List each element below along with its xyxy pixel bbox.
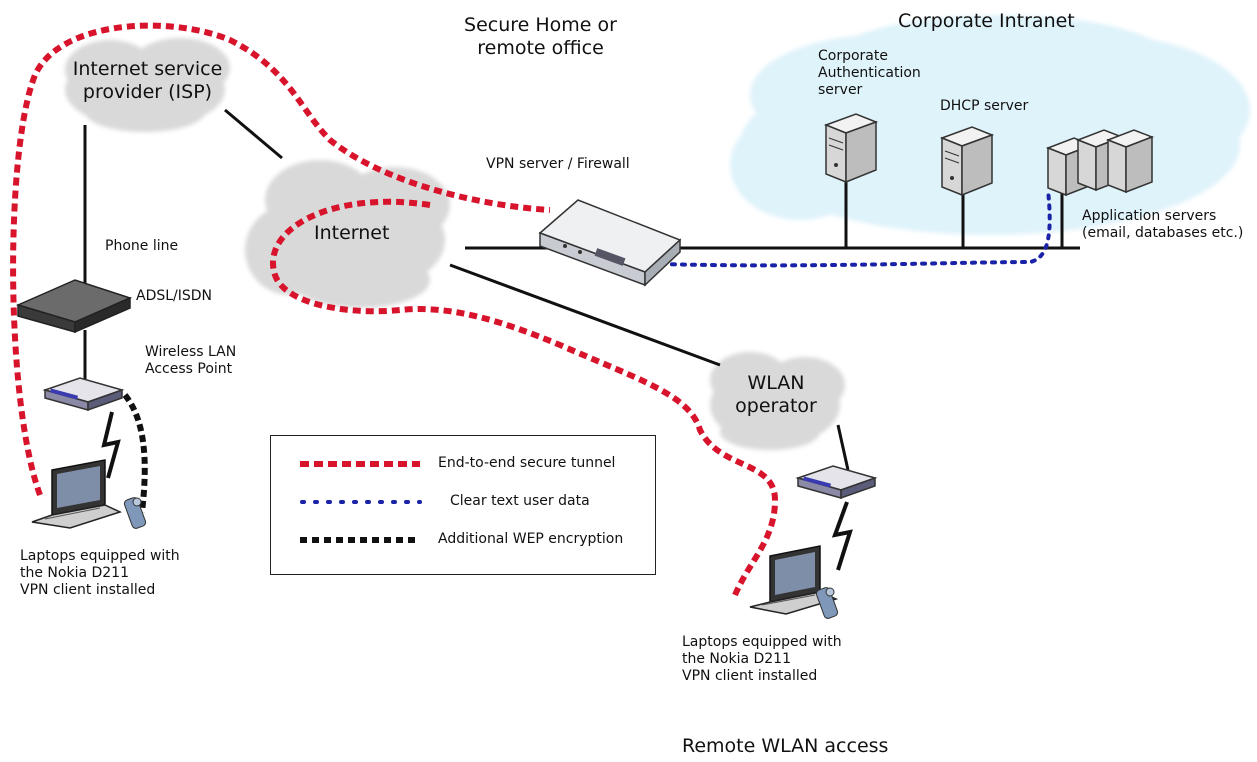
label-adsl-isdn: ADSL/ISDN <box>136 288 213 304</box>
adsl-modem-icon <box>15 279 133 334</box>
vpn-client-token-right-icon <box>815 587 839 619</box>
label-internet: Internet <box>314 222 390 244</box>
isp-cloud <box>65 38 230 132</box>
secure-tunnel-path <box>10 22 779 597</box>
vpn-client-token-left-icon <box>123 497 147 529</box>
legend-box <box>270 435 656 575</box>
dhcp-server-icon <box>939 126 995 197</box>
wlan-operator-cloud <box>710 352 845 450</box>
wireless-access-point-right-icon <box>795 465 878 500</box>
legend-label-wep: Additional WEP encryption <box>438 531 624 547</box>
intranet-cloud <box>730 15 1250 235</box>
label-vpn-server: VPN server / Firewall <box>486 156 630 172</box>
wireless-access-point-left-icon <box>42 377 125 412</box>
legend-label-tunnel: End-to-end secure tunnel <box>438 455 616 471</box>
label-application-servers: Application servers(email, databases etc… <box>1082 208 1244 241</box>
label-dhcp-server: DHCP server <box>940 98 1029 114</box>
internet-cloud <box>245 160 450 308</box>
label-phone-line: Phone line <box>105 238 179 254</box>
clear-text-path <box>660 188 1052 268</box>
wep-path <box>122 393 148 513</box>
legend-label-clear-text: Clear text user data <box>450 493 590 509</box>
laptop-left-icon <box>31 459 123 529</box>
vpn-firewall-device <box>538 199 682 287</box>
label-remote-wlan: Remote WLAN access <box>682 735 889 757</box>
application-servers-icon <box>1045 129 1155 197</box>
label-corporate-intranet: Corporate Intranet <box>898 10 1075 32</box>
wireless-signal-left-icon <box>101 411 121 479</box>
auth-server-icon <box>823 113 879 184</box>
network-lines <box>83 108 1080 471</box>
wireless-signal-right-icon <box>831 501 853 571</box>
laptop-right-icon <box>749 545 839 615</box>
